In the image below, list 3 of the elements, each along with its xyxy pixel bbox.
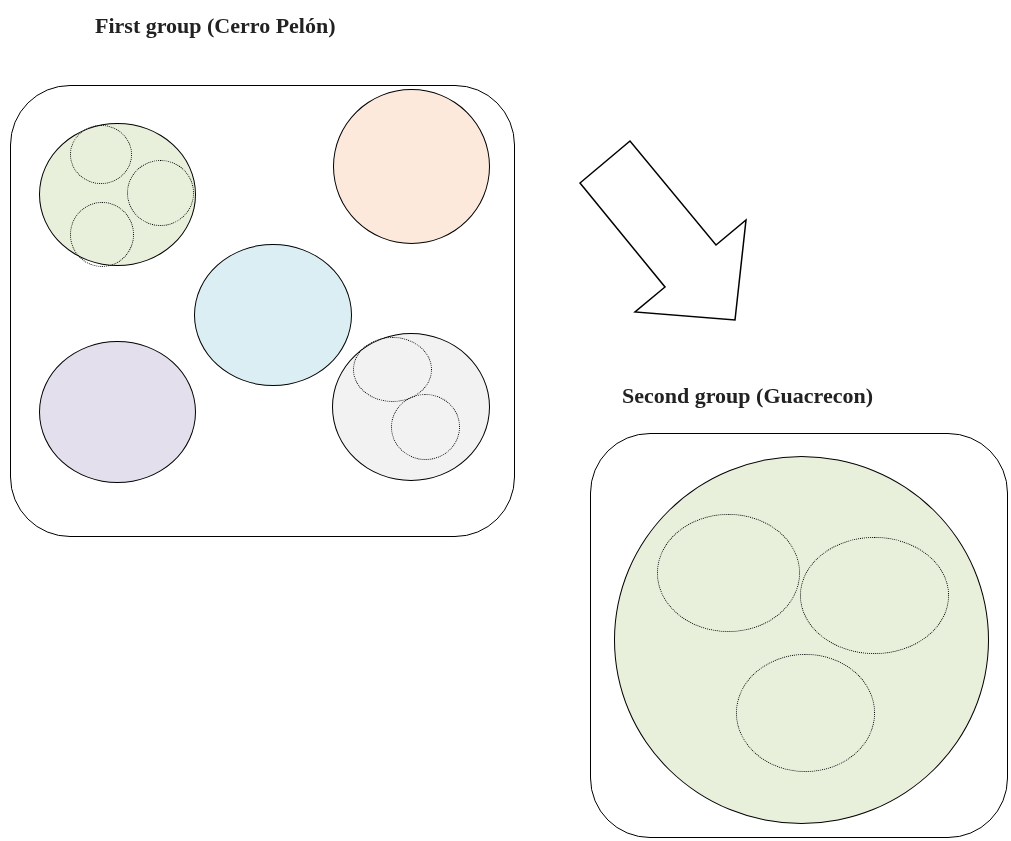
group-heading: First group (Cerro Pelón)	[95, 13, 336, 39]
block-arrow	[578, 139, 747, 321]
group-heading: Second group (Guacrecon)	[622, 383, 873, 409]
